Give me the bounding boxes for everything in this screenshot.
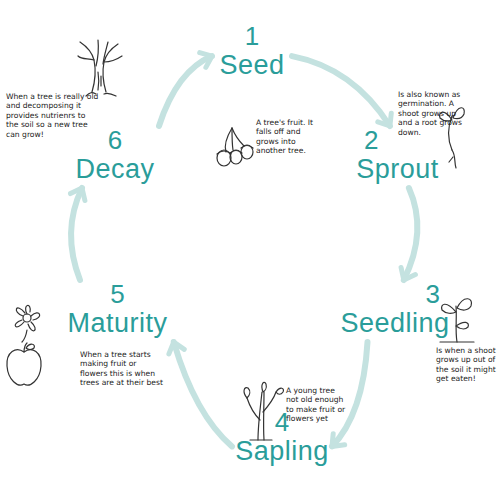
stage-node: 6DecayWhen a tree is really old and deco… — [60, 126, 170, 188]
stage-name: Sprout — [340, 152, 455, 186]
stage-node: 4SaplingA young tree not old enough to m… — [232, 408, 332, 470]
stage-description: A tree's fruit. It falls off and grows i… — [256, 118, 316, 156]
stage-node: 3SeedlingIs when a shoot grows up out of… — [340, 280, 450, 342]
stage-description: Is when a shoot grows up out of the soil… — [436, 346, 498, 384]
stage-name: Sapling — [222, 434, 342, 468]
stage-number: 6 — [60, 126, 170, 154]
stage-name: Maturity — [45, 306, 190, 340]
stage-description: When a tree starts making fruit or flowe… — [80, 350, 164, 388]
cycle-arrow — [292, 56, 390, 126]
stage-name: Seed — [202, 48, 302, 82]
stage-description: Is also known as germination. A shoot gr… — [398, 90, 470, 137]
stage-node: 5MaturityWhen a tree starts making fruit… — [55, 280, 180, 342]
stage-name: Decay — [50, 152, 180, 186]
stage-description: When a tree is really old and decomposin… — [6, 92, 100, 139]
stage-number: 2 — [350, 126, 445, 154]
cycle-arrow — [332, 342, 368, 446]
stage-name: Seedling — [330, 306, 460, 340]
apple-drawing — [7, 343, 41, 385]
stage-number: 1 — [212, 22, 292, 50]
dead-tree-drawing — [78, 40, 122, 96]
stage-number: 5 — [55, 280, 180, 308]
stage-number: 3 — [340, 280, 450, 308]
flower-drawing — [15, 305, 39, 342]
stage-node: 2SproutIs also known as germination. A s… — [350, 126, 445, 188]
cycle-arrow — [404, 188, 418, 280]
cycle-arrow — [71, 188, 82, 280]
cycle-arrow — [159, 56, 212, 126]
stage-description: A young tree not old enough to make frui… — [286, 386, 348, 424]
seed-drawing — [217, 128, 253, 166]
cycle-arrow — [174, 342, 232, 446]
stage-node: 1SeedA tree's fruit. It falls off and gr… — [212, 22, 292, 84]
